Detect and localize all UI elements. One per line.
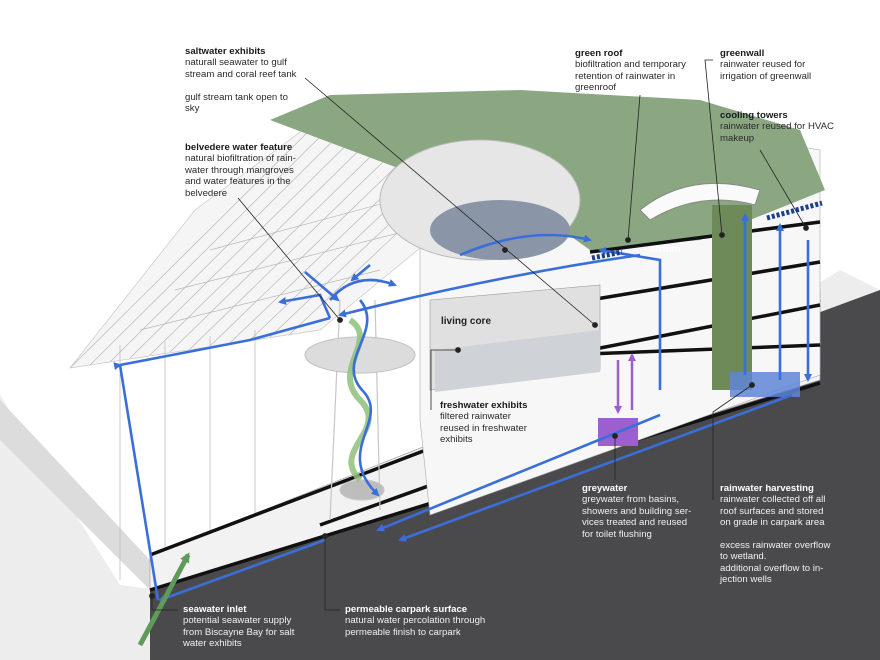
label-greywater: greywater greywater from basins, showers…: [582, 483, 717, 540]
label-description: biofiltration and temporary retention of…: [575, 59, 686, 94]
label-description: rainwater reused for HVAC makeup: [720, 121, 834, 144]
label-title: belvedere water feature: [185, 142, 293, 153]
tag-living-core: living core: [441, 316, 492, 327]
label-title: saltwater exhibits: [185, 46, 266, 57]
label-green-roof: green roof biofiltration and temporary r…: [575, 48, 715, 94]
label-seawater-inlet: seawater inlet potential seawater supply…: [183, 604, 333, 650]
label-description: natural water percolation through permea…: [345, 615, 486, 638]
mangrove-planting: [347, 317, 372, 483]
label-title: greywater: [582, 483, 628, 494]
gulf-stream-tank: [430, 200, 570, 260]
seawater-inlet-arrow: [137, 552, 191, 647]
label-title: cooling towers: [720, 110, 788, 121]
label-description: natural biofiltration of rain- water thr…: [185, 153, 296, 199]
label-description: potential seawater supply from Biscayne …: [183, 615, 295, 650]
label-rainwater-harvesting: rainwater harvesting rainwater collected…: [720, 483, 870, 586]
site-slab: [0, 400, 150, 590]
label-freshwater-exhibits: freshwater exhibits filtered rainwater r…: [440, 400, 580, 446]
label-belvedere-water-feature: belvedere water feature natural biofiltr…: [185, 142, 335, 199]
label-title: freshwater exhibits: [440, 400, 528, 411]
atrium-dome: [639, 182, 761, 221]
label-title: permeable carpark surface: [345, 604, 468, 615]
label-title: rainwater harvesting: [720, 483, 814, 494]
label-saltwater-exhibits: saltwater exhibits naturall seawater to …: [185, 46, 335, 114]
label-description: greywater from basins, showers and build…: [582, 494, 692, 540]
label-description: rainwater reused for irrigation of green…: [720, 59, 812, 82]
label-description: naturall seawater to gulf stream and cor…: [185, 57, 297, 115]
freshwater-tank: [435, 330, 600, 392]
tag-atrium: atrium: [650, 244, 681, 255]
label-title: greenwall: [720, 48, 765, 59]
label-title: seawater inlet: [183, 604, 247, 615]
label-cooling-towers: cooling towers rainwater reused for HVAC…: [720, 110, 870, 144]
leader-lines: [149, 59, 809, 611]
rainwater-cistern: [730, 372, 800, 397]
label-description: rainwater collected off all roof surface…: [720, 494, 831, 586]
label-description: filtered rainwater reused in freshwater …: [440, 411, 527, 446]
label-title: green roof: [575, 48, 623, 59]
greywater-arrows: [614, 353, 636, 414]
label-greenwall: greenwall rainwater reused for irrigatio…: [720, 48, 870, 82]
roof-drains: [591, 200, 823, 261]
label-permeable-carpark-surface: permeable carpark surface natural water …: [345, 604, 535, 638]
